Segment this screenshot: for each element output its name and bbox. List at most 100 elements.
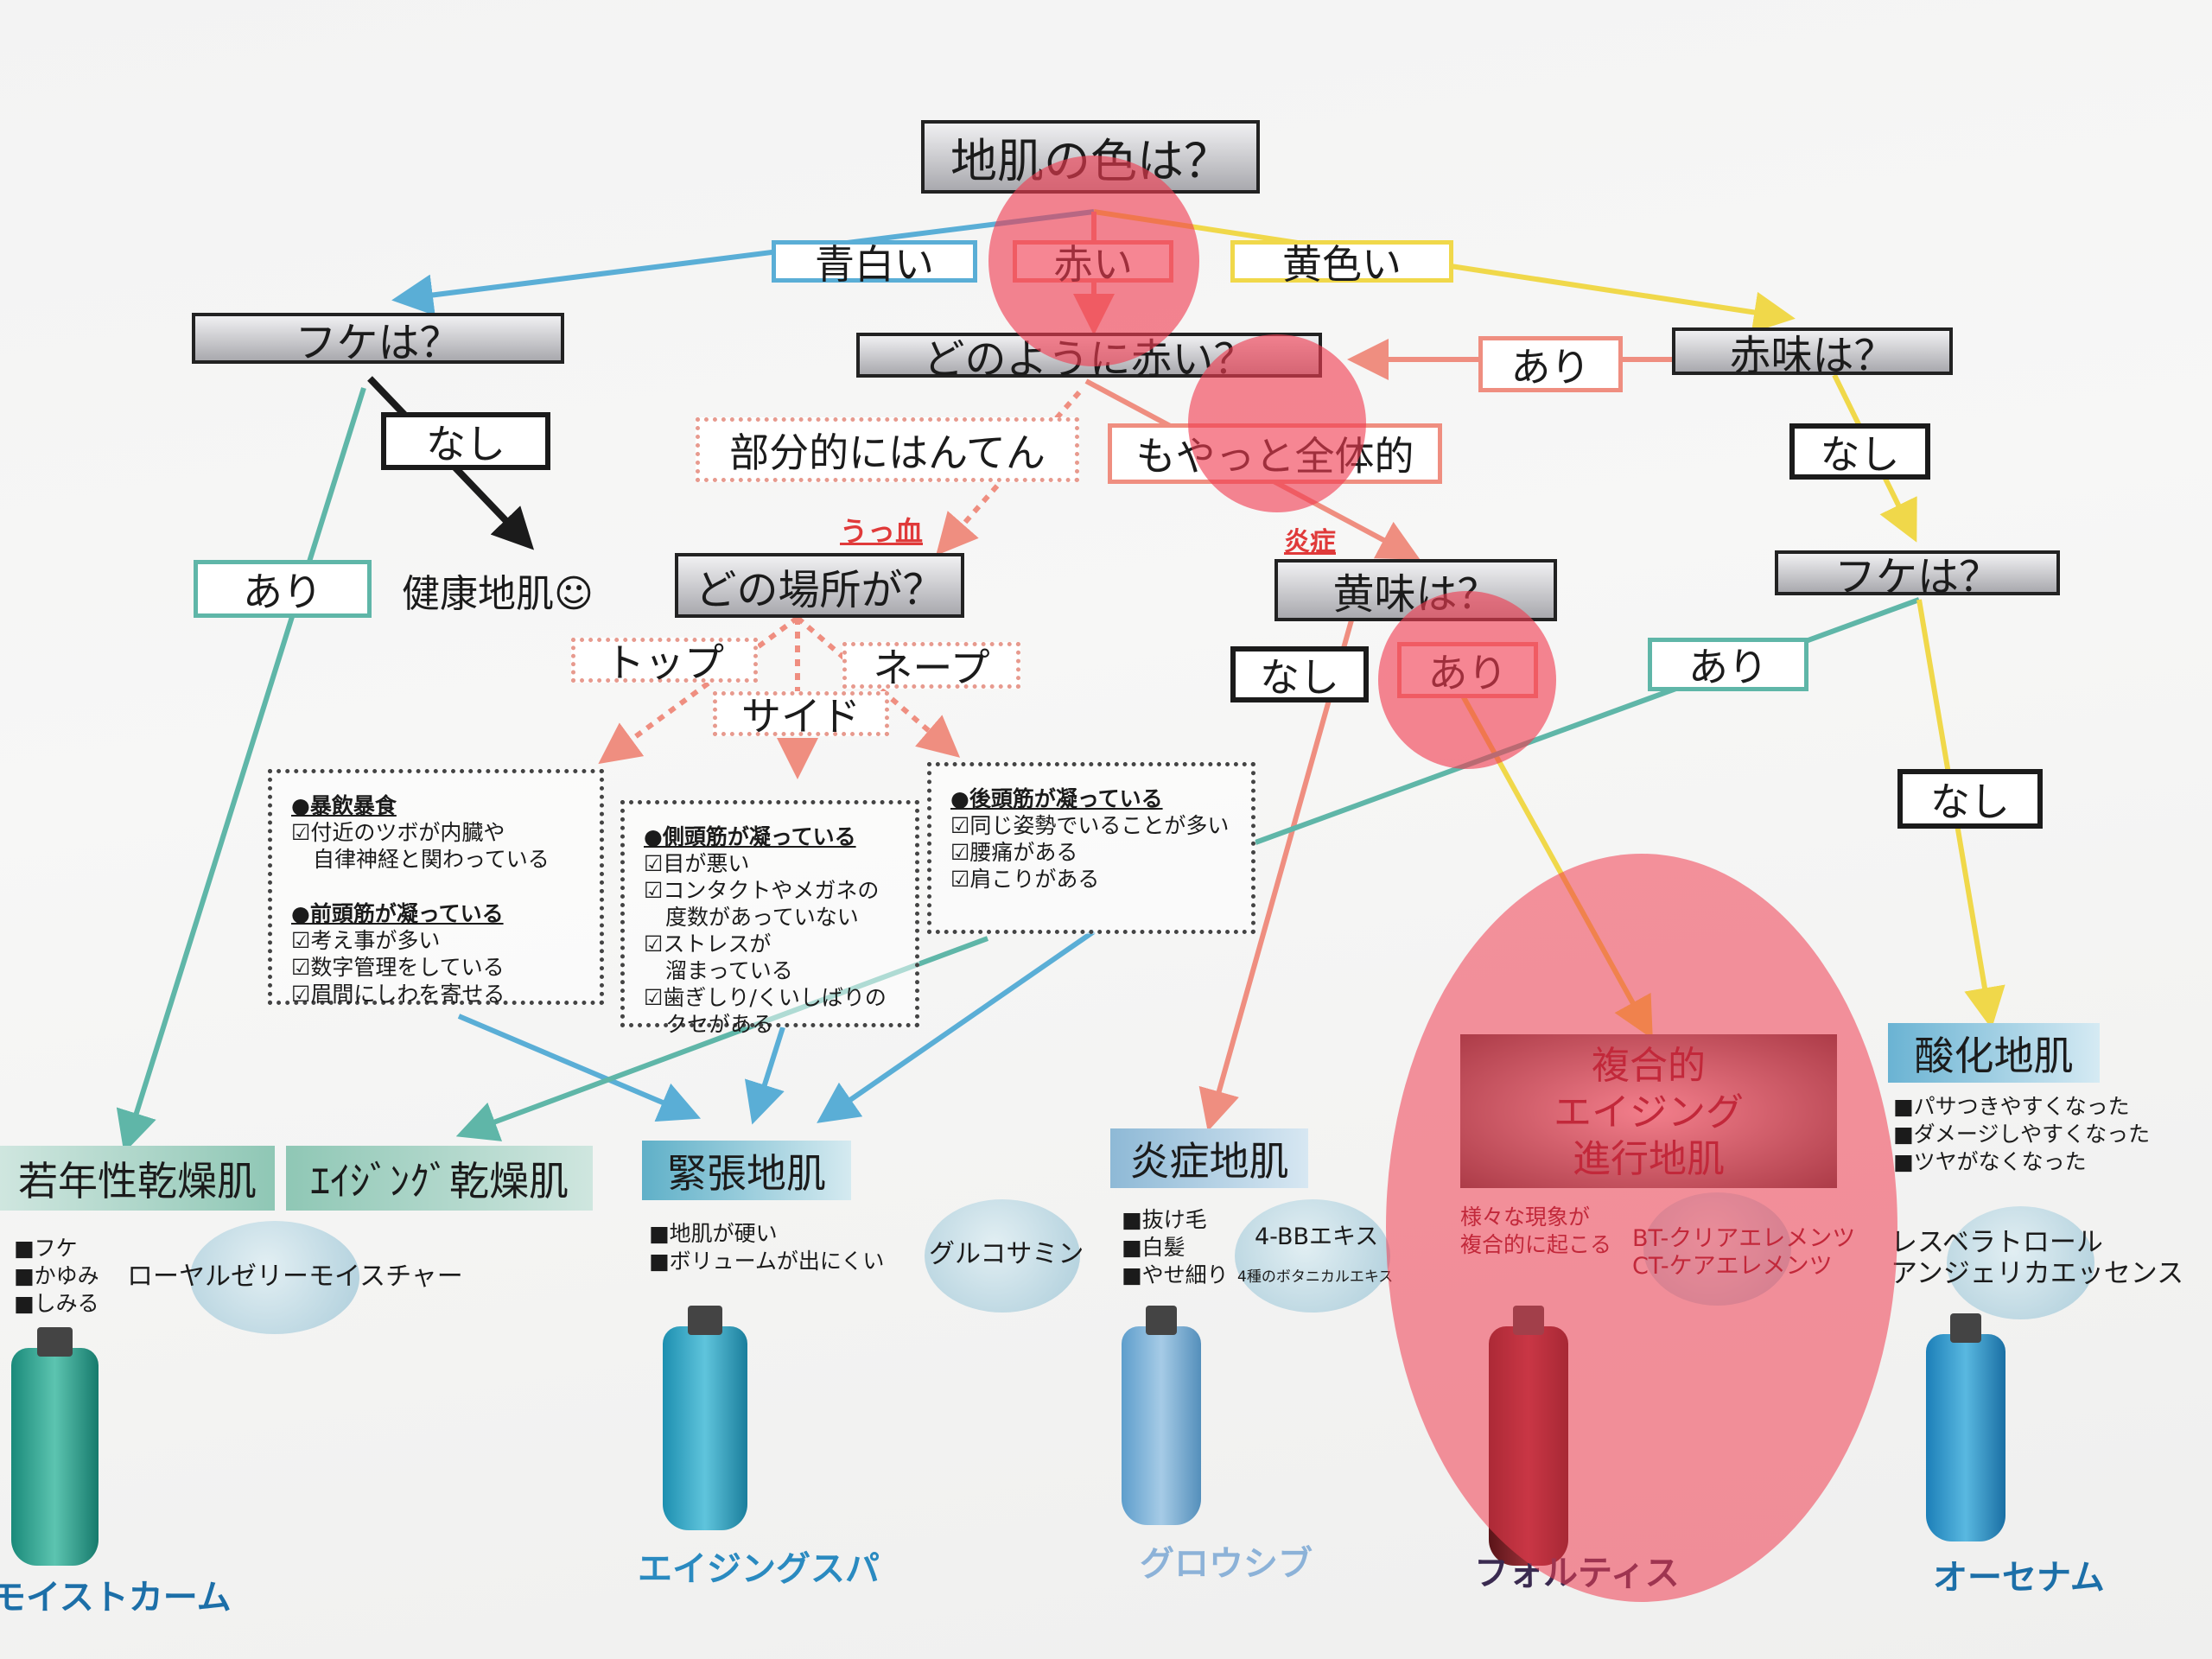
product-bottle-moist-calm xyxy=(11,1327,99,1566)
label-inflammation: 炎症 xyxy=(1284,527,1336,557)
arrow-box2-tension xyxy=(744,1027,785,1125)
arrow-right-yes xyxy=(1254,597,1921,845)
answer-redness-no: なし xyxy=(1789,423,1930,480)
symptom: ■地肌が硬い xyxy=(649,1221,778,1246)
checklist-item: 自律神経と関わっている xyxy=(291,847,550,872)
arrow-yes-dandruff xyxy=(116,387,366,1154)
ingredient: BT-クリアエレメンツ xyxy=(1632,1225,1856,1252)
type-name-line: 複合的 xyxy=(1592,1044,1706,1088)
product-name-moist-calm: モイストカーム xyxy=(0,1578,232,1618)
question-where: どの場所が？ xyxy=(675,553,964,618)
ingredient-glucosamine: グルコサミン xyxy=(929,1239,1084,1269)
checklist-item: ☑肩こりがある xyxy=(950,867,1100,892)
symptom: ■抜け毛 xyxy=(1122,1207,1207,1232)
symptom: ■やせ細り xyxy=(1122,1262,1229,1287)
checklist-item: ☑目が悪い xyxy=(644,851,750,876)
checklist-heading: ●側頭筋が凝っている xyxy=(644,824,856,849)
answer-nape: ネープ xyxy=(842,642,1020,691)
question-yellowness: 黄味は？ xyxy=(1274,559,1557,621)
answer-top: トップ xyxy=(571,638,758,686)
ingredient-royal-jelly: ローヤルゼリーモイスチャー xyxy=(127,1262,463,1292)
answer-yellow-no: なし xyxy=(1230,646,1369,702)
type-name-line: 進行地肌 xyxy=(1573,1137,1725,1181)
arrow-top xyxy=(598,615,799,765)
arrow-box1-tension xyxy=(457,1014,702,1122)
checklist-item: ☑同じ姿勢でいることが多い xyxy=(950,813,1230,838)
ingredient: アンジェリカエッセンス xyxy=(1891,1258,2184,1289)
question-dandruff-left: フケは？ xyxy=(192,313,564,367)
checklist-heading: ●暴飲暴食 xyxy=(291,793,397,818)
checklist-item: ☑数字管理をしている xyxy=(291,955,505,980)
symptom: ■パサつきやすくなった xyxy=(1893,1094,2130,1119)
answer-no-dandruff: なし xyxy=(381,412,550,470)
type-aging-dry: ｴｲｼﾞﾝｸﾞ乾燥肌 xyxy=(286,1146,593,1211)
product-name-growthive: グロウシブ xyxy=(1140,1544,1313,1584)
healthy-scalp: 健康地肌☺ xyxy=(402,572,594,616)
symptom: ■白髪 xyxy=(1122,1235,1185,1260)
symptom: ■ツヤがなくなった xyxy=(1893,1149,2087,1174)
checklist-nape: ●後頭筋が凝っている ☑同じ姿勢でいることが多い ☑腰痛がある ☑肩こりがある xyxy=(927,762,1255,934)
arrow-yellow-no xyxy=(1198,620,1354,1132)
description-line: 複合的に起こる xyxy=(1460,1232,1612,1257)
oxidized-ingredients: レスベラトロール アンジェリカエッセンス xyxy=(1891,1227,2183,1289)
product-bottle-fortice xyxy=(1489,1306,1568,1566)
answer-right-no: なし xyxy=(1897,769,2043,829)
product-bottle-oceanam xyxy=(1926,1313,2005,1541)
ingredient-bubble xyxy=(925,1199,1080,1313)
checklist-item: ☑考え事が多い xyxy=(291,928,441,953)
arrow-box3-tension xyxy=(817,929,1096,1123)
ingredient-bubble xyxy=(1947,1206,2094,1319)
checklist-item: ☑ストレスが xyxy=(644,931,772,957)
answer-yellow: 黄色い xyxy=(1230,240,1453,288)
inflamed-symptoms: ■抜け毛 ■白髪 ■やせ細り xyxy=(1122,1206,1229,1289)
type-name-line: エイジング xyxy=(1554,1090,1744,1135)
checklist-heading: ●前頭筋が凝っている xyxy=(291,901,504,926)
question-how-red: どのように赤い？ xyxy=(856,333,1322,384)
question-redness: 赤味は？ xyxy=(1672,327,1953,380)
symptom: ■フケ xyxy=(14,1236,78,1261)
answer-side: サイド xyxy=(713,691,889,740)
complex-ingredients: BT-クリアエレメンツ CT-ケアエレメンツ xyxy=(1632,1225,1855,1281)
description-line: 様々な現象が xyxy=(1460,1205,1591,1230)
ingredient: レスベラトロール xyxy=(1891,1227,2103,1258)
complex-description: 様々な現象が 複合的に起こる xyxy=(1460,1204,1611,1259)
symptom: ■ボリュームが出にくい xyxy=(649,1249,885,1274)
question-dandruff-right: フケは？ xyxy=(1775,550,2060,601)
checklist-item: ☑眉間にしわを寄せる xyxy=(291,982,505,1007)
symptom: ■かゆみ xyxy=(14,1263,99,1288)
checklist-top: ●暴飲暴食 ☑付近のツボが内臓や 自律神経と関わっている ●前頭筋が凝っている … xyxy=(268,769,604,1007)
question-scalp-color: 地肌の色は？ xyxy=(921,120,1260,194)
product-bottle-growthive xyxy=(1122,1306,1201,1525)
ingredient-botanical: 4種のボタニカルエキス xyxy=(1237,1268,1394,1286)
symptom: ■ダメージしやすくなった xyxy=(1893,1122,2151,1147)
product-bottle-aging-spa xyxy=(663,1306,747,1530)
answer-overall: もやっと全体的 xyxy=(1108,423,1442,484)
type-oxidized: 酸化地肌 xyxy=(1888,1023,2100,1083)
ingredient: CT-ケアエレメンツ xyxy=(1632,1253,1833,1280)
checklist-item: ☑歯ぎしり/くいしばりの xyxy=(644,985,887,1010)
answer-red: 赤い xyxy=(1013,240,1173,288)
checklist-item: クセがある xyxy=(644,1012,774,1037)
answer-redness-yes: あり xyxy=(1478,336,1623,392)
arrow-pale xyxy=(391,209,1095,316)
checklist-item: 溜まっている xyxy=(644,958,793,983)
type-complex-aging: 複合的 エイジング 進行地肌 xyxy=(1460,1034,1837,1188)
symptom: ■しみる xyxy=(14,1291,99,1316)
type-inflamed: 炎症地肌 xyxy=(1110,1128,1308,1188)
answer-right-yes: あり xyxy=(1648,638,1808,691)
checklist-item: ☑コンタクトやメガネの xyxy=(644,878,880,903)
ingredient-bubble xyxy=(1235,1199,1390,1313)
answer-pale: 青白い xyxy=(772,240,977,288)
tension-symptoms: ■地肌が硬い ■ボリュームが出にくい xyxy=(649,1220,884,1275)
ingredient-4bb: 4-BBエキス xyxy=(1255,1224,1379,1250)
checklist-heading: ●後頭筋が凝っている xyxy=(950,786,1163,811)
product-name-aging-spa: エイジングスパ xyxy=(638,1549,880,1589)
juvenile-dry-symptoms: ■フケ ■かゆみ ■しみる xyxy=(14,1235,99,1318)
checklist-item: ☑腰痛がある xyxy=(950,840,1078,865)
ingredient-bubble xyxy=(190,1221,359,1334)
checklist-item: ☑付近のツボが内臓や xyxy=(291,820,505,845)
type-juvenile-dry: 若年性乾燥肌 xyxy=(0,1146,275,1211)
product-name-oceanam: オーセナム xyxy=(1933,1558,2105,1598)
answer-yes-dandruff: あり xyxy=(194,560,372,618)
